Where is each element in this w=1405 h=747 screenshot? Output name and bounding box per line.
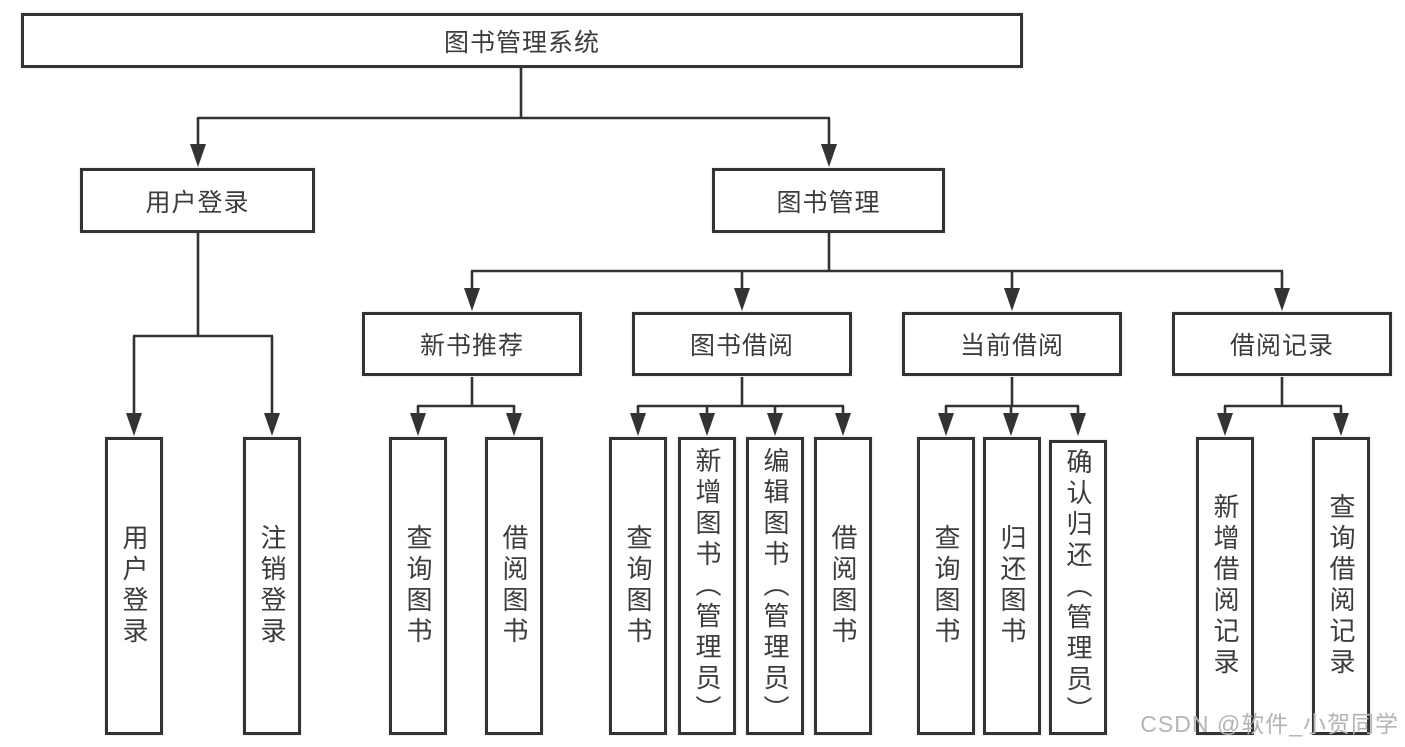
node-leaf-query-book-2: 查询图书 [609,437,667,735]
node-leaf-add-borrow-record: 新增借阅记录 [1196,437,1254,735]
node-new-book-recommend: 新书推荐 [362,312,582,376]
node-root-system: 图书管理系统 [21,13,1023,68]
node-leaf-user-login: 用户登录 [105,437,163,735]
node-leaf-query-borrow-record: 查询借阅记录 [1312,437,1370,735]
node-leaf-confirm-return-admin: 确认归还（管理员） [1049,440,1107,735]
node-book-management: 图书管理 [712,168,945,233]
node-leaf-add-book-admin: 新增图书（管理员） [678,437,736,735]
node-leaf-return-book: 归还图书 [983,437,1041,735]
node-leaf-borrow-book-2: 借阅图书 [814,437,872,735]
csdn-watermark: CSDN @软件_小贺同学 [1140,711,1399,737]
node-user-login: 用户登录 [80,168,315,233]
node-leaf-query-book-1: 查询图书 [389,437,447,735]
node-borrow-record: 借阅记录 [1172,312,1392,376]
node-leaf-logout: 注销登录 [243,437,301,735]
node-book-borrow: 图书借阅 [632,312,852,376]
node-current-borrow: 当前借阅 [902,312,1122,376]
node-leaf-edit-book-admin: 编辑图书（管理员） [746,437,804,735]
node-leaf-borrow-book-1: 借阅图书 [485,437,543,735]
node-leaf-query-book-3: 查询图书 [917,437,975,735]
